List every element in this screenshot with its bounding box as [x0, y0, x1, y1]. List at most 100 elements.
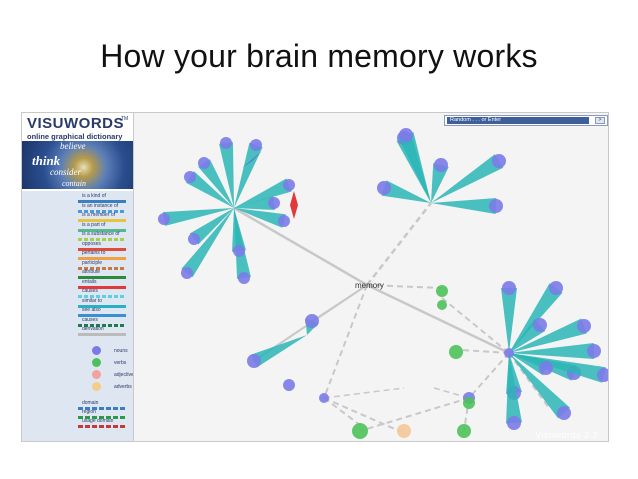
is-a-kind-of-arrow	[242, 151, 262, 168]
verb-node[interactable]	[463, 397, 475, 409]
verb-node[interactable]	[457, 424, 471, 438]
verb-node[interactable]	[437, 300, 447, 310]
derivation-link	[323, 397, 405, 434]
verb-node[interactable]	[352, 423, 368, 439]
legend-pos-label: verbs	[114, 359, 127, 366]
noun-node[interactable]	[198, 157, 210, 169]
relation-wedge	[509, 343, 595, 359]
legend-domain-label: region	[82, 408, 96, 415]
legend-relation-label: is a member of	[82, 212, 116, 218]
noun-node[interactable]	[377, 181, 391, 195]
verb-node[interactable]	[436, 285, 448, 297]
legend-domain-swatch	[78, 406, 126, 410]
legend-relation-swatch	[78, 266, 126, 270]
noun-node[interactable]	[250, 139, 262, 151]
noun-node[interactable]	[504, 348, 514, 358]
legend-relation: pertains to	[78, 250, 128, 260]
relation-wedge	[232, 208, 246, 252]
legend-relation-swatch	[78, 209, 126, 213]
noun-node[interactable]	[492, 154, 506, 168]
derivation-link	[359, 397, 470, 432]
noun-node[interactable]	[233, 245, 245, 257]
legend-relation-label: is a kind of	[82, 193, 106, 199]
search-input[interactable]: Random . . . or Enter	[447, 117, 589, 124]
legend-relation-swatch	[78, 304, 126, 308]
noun-node[interactable]	[597, 368, 608, 382]
legend-relation-label: participle	[82, 259, 103, 266]
legend-relation-swatch	[78, 323, 126, 327]
noun-node[interactable]	[181, 267, 193, 279]
noun-node[interactable]	[533, 318, 547, 332]
relation-wedge	[509, 318, 587, 353]
legend-domain: domain	[78, 400, 128, 410]
noun-node[interactable]	[188, 233, 200, 245]
word-graph[interactable]: memory Random . . . or Enter > Visuwords…	[134, 113, 608, 442]
noun-node[interactable]	[557, 406, 571, 420]
legend-relation-label: attribute	[82, 269, 101, 275]
noun-node[interactable]	[489, 199, 503, 213]
noun-node[interactable]	[247, 354, 261, 368]
noun-node[interactable]	[319, 393, 329, 403]
legend-pos-label: nouns	[114, 347, 128, 354]
legend-relation: is a member of	[78, 212, 128, 222]
relation-wedge	[181, 208, 234, 278]
legend-relation: is a substance of	[78, 231, 128, 241]
adjective-node[interactable]	[397, 424, 411, 438]
legend-relation-label: see also	[82, 307, 101, 313]
noun-node[interactable]	[539, 361, 553, 375]
legend-relation-swatch	[78, 314, 126, 317]
noun-node[interactable]	[278, 215, 290, 227]
relation-wedge	[509, 353, 570, 419]
verb-node[interactable]	[449, 345, 463, 359]
relation-wedge	[501, 288, 517, 353]
noun-node[interactable]	[238, 272, 250, 284]
legend-domain-label: usage domain	[82, 417, 114, 424]
legend-relation: opposes	[78, 241, 128, 251]
hypernym-link	[366, 283, 510, 355]
legend-pos-dot	[92, 345, 101, 355]
legend-relation: attribute	[78, 269, 128, 279]
center-word-label: memory	[355, 281, 384, 290]
legend-relation: causes	[78, 288, 128, 298]
legend-relation-label: is a part of	[82, 221, 106, 228]
noun-node[interactable]	[283, 379, 295, 391]
sidebar: VISUWORDS TM online graphical dictionary…	[22, 113, 134, 441]
noun-node[interactable]	[220, 137, 232, 149]
trademark-mark: TM	[121, 116, 129, 122]
hero-word: consider	[50, 167, 81, 177]
legend-relation-swatch	[78, 219, 126, 222]
visuwords-logo[interactable]: VISUWORDS	[27, 115, 125, 132]
search-bar: Random . . . or Enter >	[444, 115, 608, 126]
noun-node[interactable]	[305, 314, 319, 328]
relation-wedge	[162, 208, 234, 226]
legend-relation-label: is a substance of	[82, 231, 120, 237]
relation-wedge	[431, 198, 497, 214]
search-go-button[interactable]: >	[595, 117, 605, 124]
noun-node[interactable]	[268, 197, 280, 209]
noun-node[interactable]	[158, 213, 170, 225]
relation-wedge	[234, 196, 275, 210]
legend-pos-dot	[92, 381, 101, 391]
visuwords-app: VISUWORDS TM online graphical dictionary…	[21, 112, 609, 442]
noun-node[interactable]	[507, 416, 521, 430]
graph-canvas[interactable]: memory	[134, 113, 608, 442]
noun-node[interactable]	[399, 128, 413, 142]
noun-node[interactable]	[434, 158, 448, 172]
legend-pos-label: adverbs	[114, 383, 132, 390]
noun-node[interactable]	[577, 319, 591, 333]
derivation-link	[366, 284, 443, 289]
relation-wedge	[234, 142, 263, 208]
noun-node[interactable]	[549, 281, 563, 295]
logo-tagline: online graphical dictionary	[27, 132, 123, 141]
derivation-link	[366, 202, 432, 286]
noun-node[interactable]	[283, 179, 295, 191]
hero-image: believe think consider contain	[22, 141, 133, 189]
opposes-marker	[290, 191, 298, 219]
derivation-link	[508, 352, 550, 409]
hero-word: believe	[60, 141, 86, 151]
noun-node[interactable]	[587, 344, 601, 358]
noun-node[interactable]	[502, 281, 516, 295]
noun-node[interactable]	[184, 171, 196, 183]
legend-relation: participle	[78, 259, 128, 270]
legend-relation-label: causes	[82, 316, 98, 323]
